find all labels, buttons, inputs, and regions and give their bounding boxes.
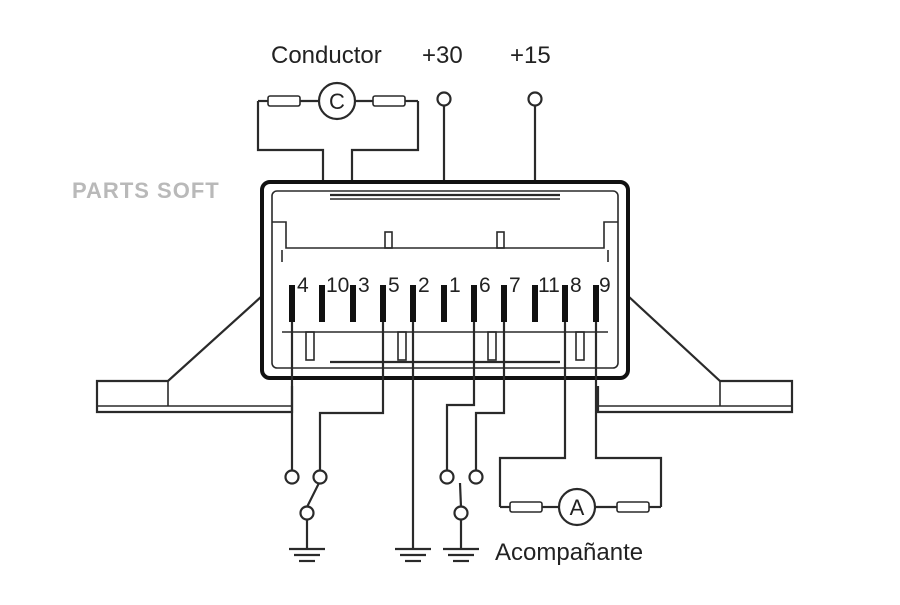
pin-label: 6 [479,274,491,297]
pin-contact [501,285,507,322]
watermark: PARTS SOFT [72,178,220,203]
pin-contact [380,285,386,322]
plus30-label: +30 [422,42,463,69]
pin-label: 11 [538,274,560,297]
pin-contact [532,285,538,322]
pin-contacts [289,285,599,322]
motor-a-letter: A [570,495,585,520]
conductor-switch [284,322,385,563]
pin2-ground [395,322,431,563]
pin-label: 7 [509,274,521,297]
pin-contact [562,285,568,322]
acompanante-label: Acompañante [495,539,643,566]
pin-label: 9 [599,274,611,297]
pin-contact [593,285,599,322]
acompanante-switch [439,322,506,563]
acompanante-motor: A [498,322,663,527]
pin-label: 2 [418,274,430,297]
plus15-label: +15 [510,42,551,69]
pin-contact [319,285,325,322]
right-mounting-flange [596,295,794,414]
pin-labels: 4 10 3 5 2 1 6 7 11 8 9 [297,274,611,297]
pin-label: 1 [449,274,461,297]
pin-label: 10 [326,274,349,297]
conductor-label: Conductor [271,42,382,69]
pin-label: 5 [388,274,400,297]
pin-contact [471,285,477,322]
pin-contact [289,285,295,322]
pin-contact [410,285,416,322]
pin-contact [441,285,447,322]
motor-c-letter: C [329,89,345,114]
pin-label: 4 [297,274,309,297]
pin-contact [350,285,356,322]
pin-label: 3 [358,274,370,297]
connector-housing [260,180,630,380]
pin-label: 8 [570,274,582,297]
